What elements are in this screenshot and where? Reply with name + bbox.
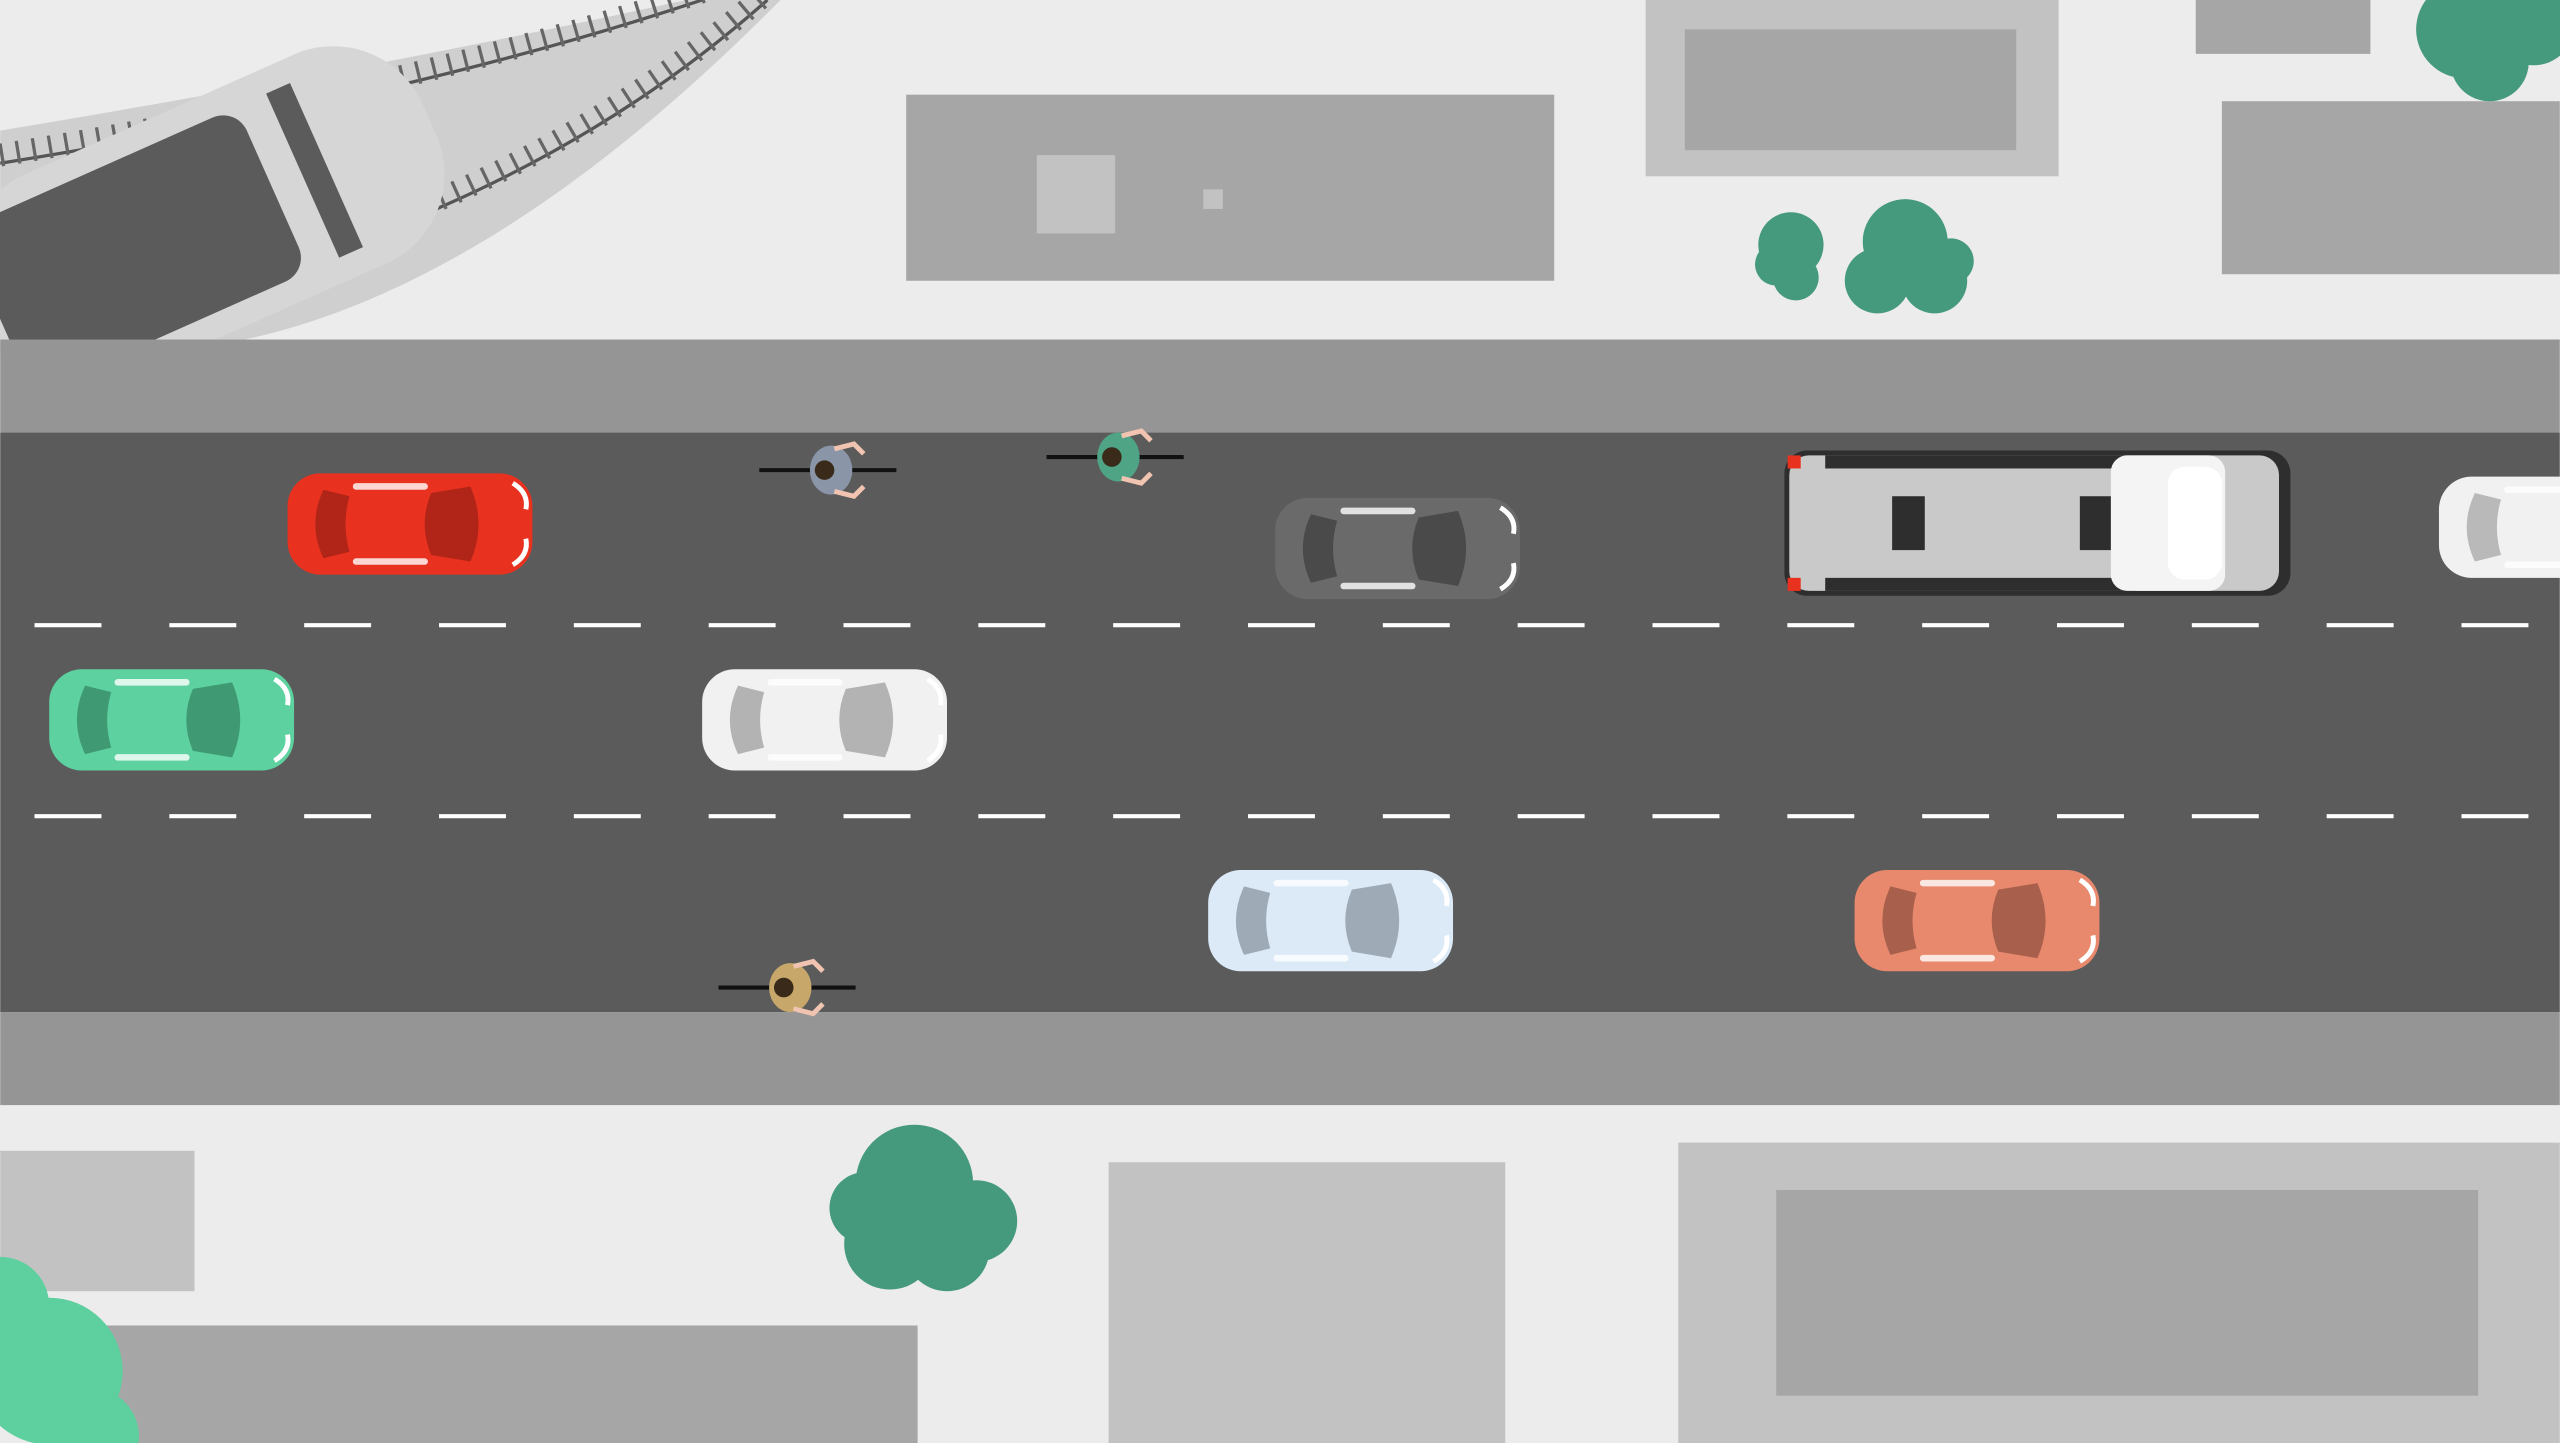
cyclist-blue [759,441,897,499]
tree [1844,199,1974,314]
car-headlight [273,676,291,706]
cyclist-arms [833,441,866,499]
sidewalk-bottom [0,1012,2560,1106]
car-headlight [926,734,944,763]
white-car-partial [2438,476,2560,578]
car-headlight [2078,934,2096,964]
rooftop-vent [1203,189,1223,209]
cyclist-head [773,977,794,998]
car-rear-window [729,685,765,755]
car-windshield [1991,883,2046,959]
building [2195,0,2371,54]
cyclist-arms [1121,428,1153,486]
bus-roof-stripe [1825,577,2136,591]
building [2221,101,2560,275]
buildings-bottom [0,1142,2560,1443]
tram-roof [0,115,301,386]
building-roof [1776,1189,2479,1396]
bus-taillight [1787,577,1801,591]
bus-roof-hatch [2079,496,2113,551]
car-highlight [114,754,190,761]
car-highlight [767,679,843,686]
bus-roof-hatch [1892,496,1925,551]
building [65,1325,918,1443]
trees-top [1755,0,2560,314]
car-headlight [1499,505,1517,535]
salmon-car [1854,870,2100,972]
tram [0,46,445,392]
green-car [49,669,295,771]
cyclist-tan [718,958,856,1017]
car-highlight [1340,507,1416,515]
car-windshield [1345,883,1400,959]
car-headlight [926,676,944,706]
car-body [2438,476,2560,578]
railway [0,0,781,392]
cyclists [718,428,1184,1017]
tree [829,1124,1018,1292]
car-rear-window [1302,514,1338,583]
cyclist-arms [792,958,825,1017]
tree [1755,212,1824,301]
tree [0,1256,139,1443]
car-highlight [352,483,428,490]
car-rear-window [315,489,350,559]
car-highlight [1340,582,1416,590]
white-car [702,669,947,771]
car-highlight [1273,879,1349,887]
car-windshield [839,682,894,758]
cyclist-head [814,460,835,480]
building-roof [1684,29,2017,151]
car-headlight [511,538,529,567]
car-highlight [114,679,190,686]
sidewalk-top [0,339,2560,433]
vehicles [49,450,2560,972]
cyclist-green [1046,428,1184,486]
tree [2416,0,2560,102]
car-highlight [352,558,428,565]
red-car [287,473,533,575]
car-highlight [2504,561,2560,569]
car-rear-window [76,685,112,755]
dark-gray-car [1275,497,1520,600]
car-highlight [1919,954,1995,962]
car-highlight [767,754,843,761]
car-headlight [2078,877,2096,907]
bus-windshield [2168,466,2222,580]
building [0,1150,195,1292]
car-headlight [1432,934,1450,964]
car-headlight [1499,562,1517,592]
car-windshield [424,486,479,562]
rooftop-unit [1036,155,1116,234]
car-highlight [1273,954,1349,962]
car-rear-window [1235,886,1271,955]
cyclist-head [1102,447,1122,467]
car-headlight [511,481,529,510]
trees-bottom [0,1124,1018,1443]
car-windshield [1412,510,1467,587]
car-rear-window [2466,492,2501,562]
light-blue-car [1208,870,1454,972]
car-windshield [186,682,241,758]
bus-taillight [1787,455,1801,469]
tram-window [266,83,363,258]
car-highlight [2504,486,2560,493]
buildings-top [906,0,2560,281]
car-rear-window [1882,886,1917,955]
bus [1784,450,2291,596]
building [1108,1162,1506,1443]
car-headlight [273,734,291,763]
car-highlight [1919,879,1995,887]
building [906,94,1555,281]
car-headlight [1432,877,1450,907]
bus-roof-stripe [1825,455,2136,469]
